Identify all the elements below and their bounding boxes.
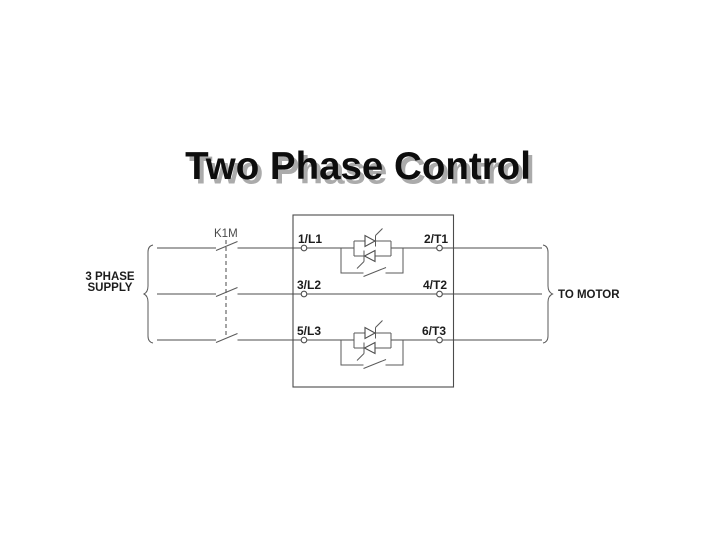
terminal-circle-6T3 <box>436 336 443 344</box>
terminal-label-1L1: 1/L1 <box>298 232 322 246</box>
thyristor-module-l1 <box>340 227 404 278</box>
terminal-circle-5L3 <box>300 336 308 344</box>
supply-label-line2: SUPPLY <box>88 282 133 294</box>
terminal-circle-2T1 <box>436 244 443 252</box>
supply-brace <box>142 244 154 344</box>
supply-label-line1: 3 PHASE <box>85 271 135 283</box>
terminal-label-4T2: 4/T2 <box>423 278 447 292</box>
terminal-labels: 1/L1 2/T1 3/L2 4/T2 5/L3 6/T3 <box>297 232 448 338</box>
terminal-circles <box>300 244 443 344</box>
supply-label: 3 PHASE SUPPLY <box>85 271 135 294</box>
terminal-label-5L3: 5/L3 <box>297 324 321 338</box>
slide-title: Two Phase Control <box>185 144 531 188</box>
terminal-circle-4T2 <box>436 290 443 298</box>
contactor-contact-l3 <box>215 333 238 343</box>
contactor-k1m: K1M <box>214 228 238 343</box>
contactor-contact-l1 <box>215 241 238 251</box>
terminal-label-6T3: 6/T3 <box>422 324 446 338</box>
motor-label: TO MOTOR <box>558 289 620 301</box>
thyristor-module-l3 <box>340 319 404 370</box>
soft-starter-box <box>292 214 455 388</box>
terminal-label-3L2: 3/L2 <box>297 278 321 292</box>
terminal-circle-1L1 <box>300 244 308 252</box>
contactor-contact-l2 <box>215 287 238 297</box>
terminal-label-2T1: 2/T1 <box>424 232 448 246</box>
contactor-label: K1M <box>214 228 238 240</box>
terminal-circle-3L2 <box>300 290 308 298</box>
motor-brace <box>542 244 554 344</box>
